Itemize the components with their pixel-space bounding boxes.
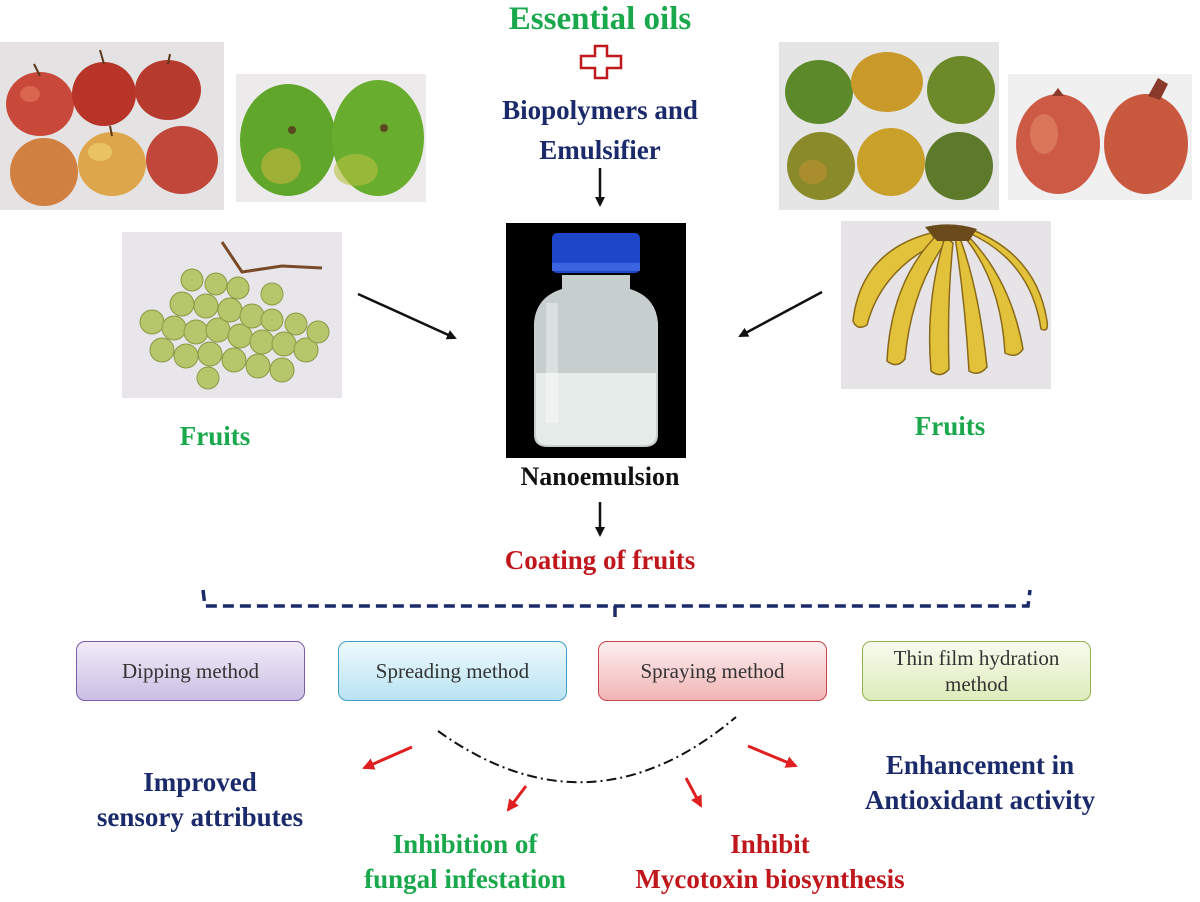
sensory-line-2: sensory attributes	[96, 802, 304, 832]
antioxidant-line-2: Antioxidant activity	[864, 785, 1096, 815]
fungal-line-2: fungal infestation	[364, 864, 566, 894]
mycotoxin-line-2: Mycotoxin biosynthesis	[635, 864, 905, 894]
dashed-bracket	[201, 589, 1032, 618]
arrow-icon	[506, 785, 528, 812]
bananas-image	[841, 221, 1051, 389]
dipping-method-label: Dipping method	[121, 659, 260, 683]
enhancement-antioxidant-activity-outcome: Enhancement in Antioxidant activity	[830, 748, 1130, 818]
grapes-image	[122, 232, 342, 398]
essential-oils-title: Essential oils	[508, 1, 692, 37]
spreading-method-label: Spreading method	[375, 659, 530, 683]
coating-of-fruits-label: Coating of fruits	[504, 545, 696, 575]
arrow-icon	[738, 290, 823, 338]
fungal-line-1: Inhibition of	[392, 829, 538, 859]
thin-film-hydration-method-box: Thin film hydration method	[862, 641, 1091, 701]
thin-film-label-line-1: Thin film hydration	[893, 646, 1060, 670]
plus-icon	[579, 44, 623, 80]
arrow-icon	[747, 744, 798, 768]
fruits-label-right: Fruits	[914, 411, 986, 441]
nanoemulsion-label: Nanoemulsion	[520, 462, 680, 491]
pomegranates-image	[1008, 74, 1192, 200]
arrow-icon	[357, 292, 457, 340]
bottle-image	[506, 223, 686, 458]
mycotoxin-line-1: Inhibit	[730, 829, 810, 859]
mangoes-image	[779, 42, 999, 210]
oranges-image	[236, 74, 426, 202]
biopolymers-emulsifier-label: Biopolymers and Emulsifier	[430, 90, 770, 170]
spraying-method-box: Spraying method	[598, 641, 827, 701]
antioxidant-line-1: Enhancement in	[885, 750, 1075, 780]
dipping-method-box: Dipping method	[76, 641, 305, 701]
fruits-label-left: Fruits	[179, 421, 251, 451]
sensory-line-1: Improved	[143, 767, 257, 797]
inhibition-fungal-infestation-outcome: Inhibition of fungal infestation	[350, 827, 580, 897]
spraying-method-label: Spraying method	[640, 659, 785, 683]
dash-dot-curve	[437, 716, 737, 784]
arrow-icon	[362, 745, 413, 770]
biopolymers-line-1: Biopolymers and	[502, 95, 698, 125]
apples-image	[0, 42, 224, 210]
inhibit-mycotoxin-biosynthesis-outcome: Inhibit Mycotoxin biosynthesis	[600, 827, 940, 897]
arrow-icon	[684, 777, 703, 808]
improved-sensory-attributes-outcome: Improved sensory attributes	[60, 765, 340, 835]
spreading-method-box: Spreading method	[338, 641, 567, 701]
thin-film-label-line-2: method	[945, 672, 1008, 696]
biopolymers-line-2: Emulsifier	[539, 135, 661, 165]
